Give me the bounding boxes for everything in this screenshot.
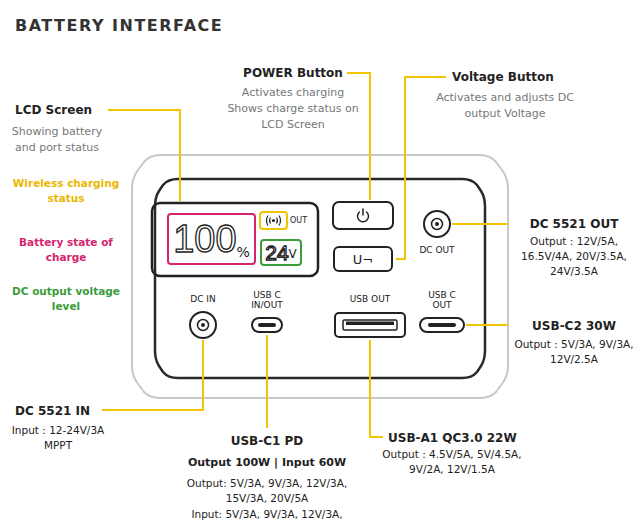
callout-spec: Output : 12V/5A, 16.5V/4A, 20V/3.5A, 24V… <box>512 234 636 279</box>
voltage-button: U¬ <box>333 246 393 272</box>
port-label: USB C OUT <box>420 290 464 310</box>
callout-title: POWER Button <box>233 65 353 82</box>
port-label: USB OUT <box>340 294 400 304</box>
lcd-unit: V <box>289 248 297 260</box>
voltage-display: 24V <box>260 239 302 266</box>
callout-spec: Output : 4.5V/5A, 5V/4.5A, 9V/2A, 12V/1.… <box>366 447 538 477</box>
callout-description: Showing battery and port status <box>4 124 110 156</box>
power-icon <box>358 209 369 222</box>
usb-a-port <box>335 313 405 337</box>
usb-c2-port <box>420 318 464 332</box>
status-legend-text: Battery state of charge <box>8 235 124 265</box>
page-title: BATTERY INTERFACE <box>15 16 223 35</box>
leader-power <box>347 73 370 200</box>
leader-dc-out <box>452 223 508 225</box>
leader-usb-c1 <box>266 335 268 428</box>
leader-voltage <box>396 77 446 259</box>
callout-title: USB-C1 PD <box>207 433 327 450</box>
battery-level-display: 100% <box>167 213 256 265</box>
callout-title: USB-A1 QC3.0 22W <box>388 430 528 447</box>
housing-inner <box>155 179 485 378</box>
lcd-unit: % <box>237 245 250 259</box>
callout-title: DC 5521 IN <box>15 403 105 420</box>
dc-out-port <box>424 211 450 237</box>
callout-title: LCD Screen <box>15 102 105 119</box>
callout-title: DC 5521 OUT <box>512 216 636 233</box>
power-button <box>333 202 393 229</box>
dc-in-port <box>190 312 216 338</box>
leader-dc-in <box>102 340 203 410</box>
port-label: DC OUT <box>412 245 462 255</box>
callout-title: USB-C2 30W <box>512 318 636 335</box>
callout-spec: Output : 5V/3A, 9V/3A, 12V/2.5A <box>512 337 636 367</box>
callout-spec: Input: 5V/3A, 9V/3A, 12V/3A, <box>165 507 369 522</box>
status-legend-text: Wireless charging status <box>8 176 124 206</box>
leader-usb-c2 <box>466 324 508 326</box>
housing-outer <box>132 155 508 398</box>
callout-spec: Input : 12-24V/3A MPPT <box>3 423 113 453</box>
lcd-frame <box>152 203 318 276</box>
port-label: DC IN <box>181 294 225 304</box>
callout-spec: Output: 5V/3A, 9V/3A, 12V/3A, 15V/3A, 20… <box>165 476 369 506</box>
port-label: USB C IN/OUT <box>245 290 289 310</box>
port-label: OUT <box>290 216 312 226</box>
lcd-digits: 24 <box>265 242 288 263</box>
callout-description: Activates charging Shows charge status o… <box>227 85 359 133</box>
wireless-icon <box>267 216 281 226</box>
wireless-indicator-box <box>260 212 287 229</box>
callout-title: Voltage Button <box>452 69 572 86</box>
leader-lines <box>102 73 508 437</box>
leader-usb-a <box>370 340 383 437</box>
callout-description: Activates and adjusts DC output Voltage <box>434 90 576 122</box>
lcd-digits: 100 <box>173 220 236 258</box>
status-legend-text: DC output voltage level <box>8 284 124 314</box>
button-symbol: U¬ <box>353 253 373 266</box>
usb-c1-port <box>252 318 282 332</box>
callout-subtitle: Output 100W | Input 60W <box>167 455 367 471</box>
